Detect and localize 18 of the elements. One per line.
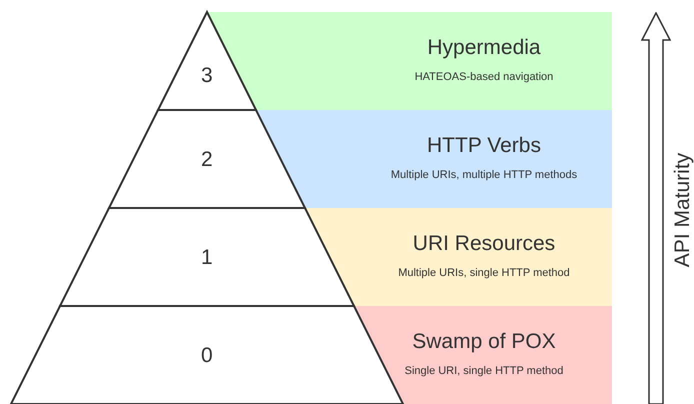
pyramid-level xyxy=(109,110,305,208)
level-description: HATEOAS-based navigation xyxy=(414,71,554,83)
level-number: 3 xyxy=(201,64,213,88)
level-title: HTTP Verbs xyxy=(426,134,542,158)
pyramid-level xyxy=(60,208,354,306)
level-title: URI Resources xyxy=(412,232,556,256)
level-description: Single URI, single HTTP method xyxy=(404,365,564,377)
level-band xyxy=(305,208,612,306)
level-description: Multiple URIs, single HTTP method xyxy=(397,267,571,279)
level-number: 0 xyxy=(201,344,213,368)
level-number: 1 xyxy=(201,246,213,270)
level-description: Multiple URIs, multiple HTTP methods xyxy=(390,169,578,181)
pyramid-level xyxy=(11,306,403,404)
level-number: 2 xyxy=(201,148,213,172)
axis-label: API Maturity xyxy=(671,152,694,268)
level-title: Hypermedia xyxy=(426,36,542,60)
level-band xyxy=(256,110,612,208)
level-title: Swamp of POX xyxy=(411,330,557,354)
